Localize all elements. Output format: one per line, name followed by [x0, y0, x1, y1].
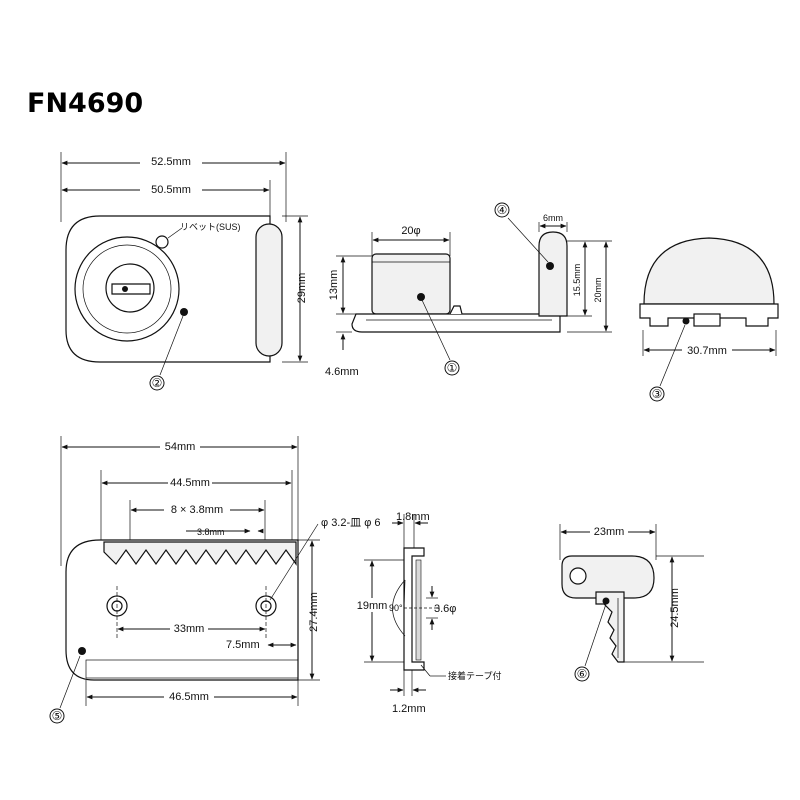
- dim-total-height: 20mm: [593, 277, 603, 302]
- ref-dot: [417, 293, 425, 301]
- dim-label-bg: [164, 689, 214, 703]
- ref-dot: [78, 647, 86, 655]
- keyway: [111, 283, 151, 295]
- dim-label-bg: [682, 343, 732, 356]
- callout-circle: [649, 386, 665, 402]
- cap-dome: [643, 237, 775, 305]
- leader-rivet: [167, 227, 183, 239]
- rivet: [155, 235, 169, 249]
- key-ring-hole: [569, 567, 587, 585]
- dim-label-bg: [170, 621, 208, 635]
- hasp-tab: [538, 231, 568, 317]
- angle-arc: [392, 579, 406, 637]
- callout-3: ③: [652, 387, 663, 401]
- cylinder-body: [371, 253, 451, 315]
- angle-label: 90°: [389, 603, 403, 613]
- dim-plate-height: 27.4mm: [308, 592, 320, 632]
- callout-5: ⑤: [52, 709, 63, 723]
- callout-circle: [49, 708, 65, 724]
- callout-circle: [444, 360, 460, 376]
- view-section: 1.8mm 19mm 90° 3.6φ 接着テープ付 1.2mm: [352, 511, 501, 715]
- ref-dot: [682, 317, 690, 325]
- dim-label-bg: [164, 502, 230, 516]
- ref-dot: [180, 308, 188, 316]
- dim-section-hole: 3.6φ: [434, 603, 456, 615]
- dim-cap-width: 30.7mm: [687, 345, 727, 357]
- leader: [659, 324, 686, 387]
- dim-label-bg: [140, 154, 202, 168]
- key-blade: [595, 591, 625, 663]
- dim-cylinder-diameter: 20φ: [401, 225, 420, 237]
- slot-bar: [255, 223, 283, 357]
- dim-slot: 8 × 3.8mm: [171, 504, 223, 516]
- strike-plate: [65, 539, 299, 681]
- dim-overall-width: 52.5mm: [151, 156, 191, 168]
- dim-base-thickness: 4.6mm: [325, 366, 359, 378]
- ref-dot: [602, 597, 610, 605]
- dim-cylinder-height: 13mm: [328, 270, 340, 301]
- leader: [584, 603, 607, 667]
- callout-circle: [494, 202, 510, 218]
- dim-label-bg: [352, 598, 392, 612]
- dim-label-bg: [140, 182, 202, 196]
- teeth-band: [103, 541, 297, 566]
- keyway-pin: [122, 286, 128, 292]
- leader: [59, 655, 81, 709]
- lock-cylinder-ring: [82, 244, 172, 334]
- callout-circle: [574, 666, 590, 682]
- base-plate: [351, 313, 561, 333]
- dim-tab-width: 6mm: [543, 213, 563, 223]
- view-side: 20φ 13mm 4.6mm ①: [325, 225, 561, 378]
- angle-ray: [403, 579, 406, 609]
- callout-circle: [149, 375, 165, 391]
- adhesive-tape: [415, 559, 422, 661]
- tape-note: 接着テープ付: [448, 670, 501, 681]
- callout-2: ②: [152, 376, 163, 390]
- callout-4: ④: [497, 203, 508, 217]
- dim-key-height: 24.5mm: [669, 588, 681, 628]
- leader: [159, 315, 184, 376]
- callout-6: ⑥: [577, 667, 588, 681]
- view-key: 23mm ⑥ 24.5mm: [559, 524, 704, 682]
- dim-slot-small: 3.8mm: [197, 527, 225, 537]
- dim-inner-width: 50.5mm: [151, 184, 191, 196]
- cap-slot: [693, 313, 721, 327]
- dim-label-bg: [160, 439, 200, 453]
- dim-label-bg: [590, 524, 628, 538]
- dim-height: 29mm: [296, 273, 308, 304]
- view-hasp: ④ 6mm 15.5mm 20mm: [494, 202, 612, 333]
- dim-key-width: 23mm: [594, 526, 625, 538]
- dim-section-bottom: 1.2mm: [392, 703, 426, 715]
- leader: [421, 299, 451, 361]
- leader-hole: [269, 523, 319, 601]
- dim-section-top: 1.8mm: [396, 511, 430, 523]
- dim-plate-width: 54mm: [165, 441, 196, 453]
- dim-bottom-width: 46.5mm: [169, 691, 209, 703]
- dim-section-height: 19mm: [357, 600, 388, 612]
- bottom-strip: [85, 659, 299, 679]
- view-body-front: 52.5mm 50.5mm リベット(SUS) ② 29mm: [60, 152, 308, 391]
- view-cap: 30.7mm ③: [639, 237, 779, 402]
- leader: [507, 217, 549, 263]
- callout-1: ①: [447, 361, 458, 375]
- section-profile: [403, 547, 425, 671]
- dim-hole-spacing: 33mm: [174, 623, 205, 635]
- leader-tape: [420, 664, 431, 677]
- drawing-title: FN4690: [27, 88, 143, 119]
- ref-dot: [546, 262, 554, 270]
- hole-spec: φ 3.2-皿 φ 6: [321, 517, 381, 529]
- dim-label-bg: [168, 475, 212, 489]
- dim-tab-height: 15.5mm: [572, 264, 582, 297]
- rivet-label: リベット(SUS): [180, 222, 241, 232]
- rivet-side: [449, 305, 463, 315]
- dim-edge: 7.5mm: [226, 639, 260, 651]
- view-plate: 54mm 44.5mm 8 × 3.8mm 3.8mm 33mm: [49, 436, 381, 724]
- dim-teeth-span: 44.5mm: [170, 477, 210, 489]
